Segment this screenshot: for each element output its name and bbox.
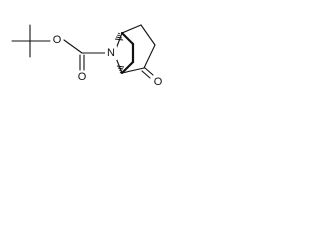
bond-oxygen-to-carbonyl-carbon [63, 39, 83, 54]
hashed-wedge-top [114, 32, 124, 41]
chemical-structure-diagram: O N O O [11, 24, 164, 89]
bond-bridgehead-top-to-ring-carbon [121, 24, 142, 34]
bridge-nitrogen-label: N [107, 47, 115, 59]
bond-ring-carbon-to-ketone-carbon [143, 44, 156, 69]
atom-labels: O N O O [51, 34, 164, 89]
bond-bridgehead-top-to-bridge-carbon [120, 31, 135, 46]
bond-ketone-carbon-to-bridgehead-bottom [121, 67, 145, 74]
ketone-double-bond [141, 67, 154, 79]
bond-bridge-carbon-to-bridgehead-bottom [120, 60, 135, 75]
bicyclic-ring-system [115, 24, 156, 75]
bond-ring-carbon-to-ring-carbon [140, 24, 156, 46]
tert-butyl-group [11, 24, 51, 58]
hashed-wedge-bottom [116, 65, 125, 74]
boc-carbonyl-double-bond [79, 54, 85, 71]
carbamate-ether-oxygen-label: O [53, 34, 62, 46]
ketone-oxygen-label: O [154, 76, 163, 88]
boc-carbonyl-oxygen-label: O [78, 71, 87, 83]
